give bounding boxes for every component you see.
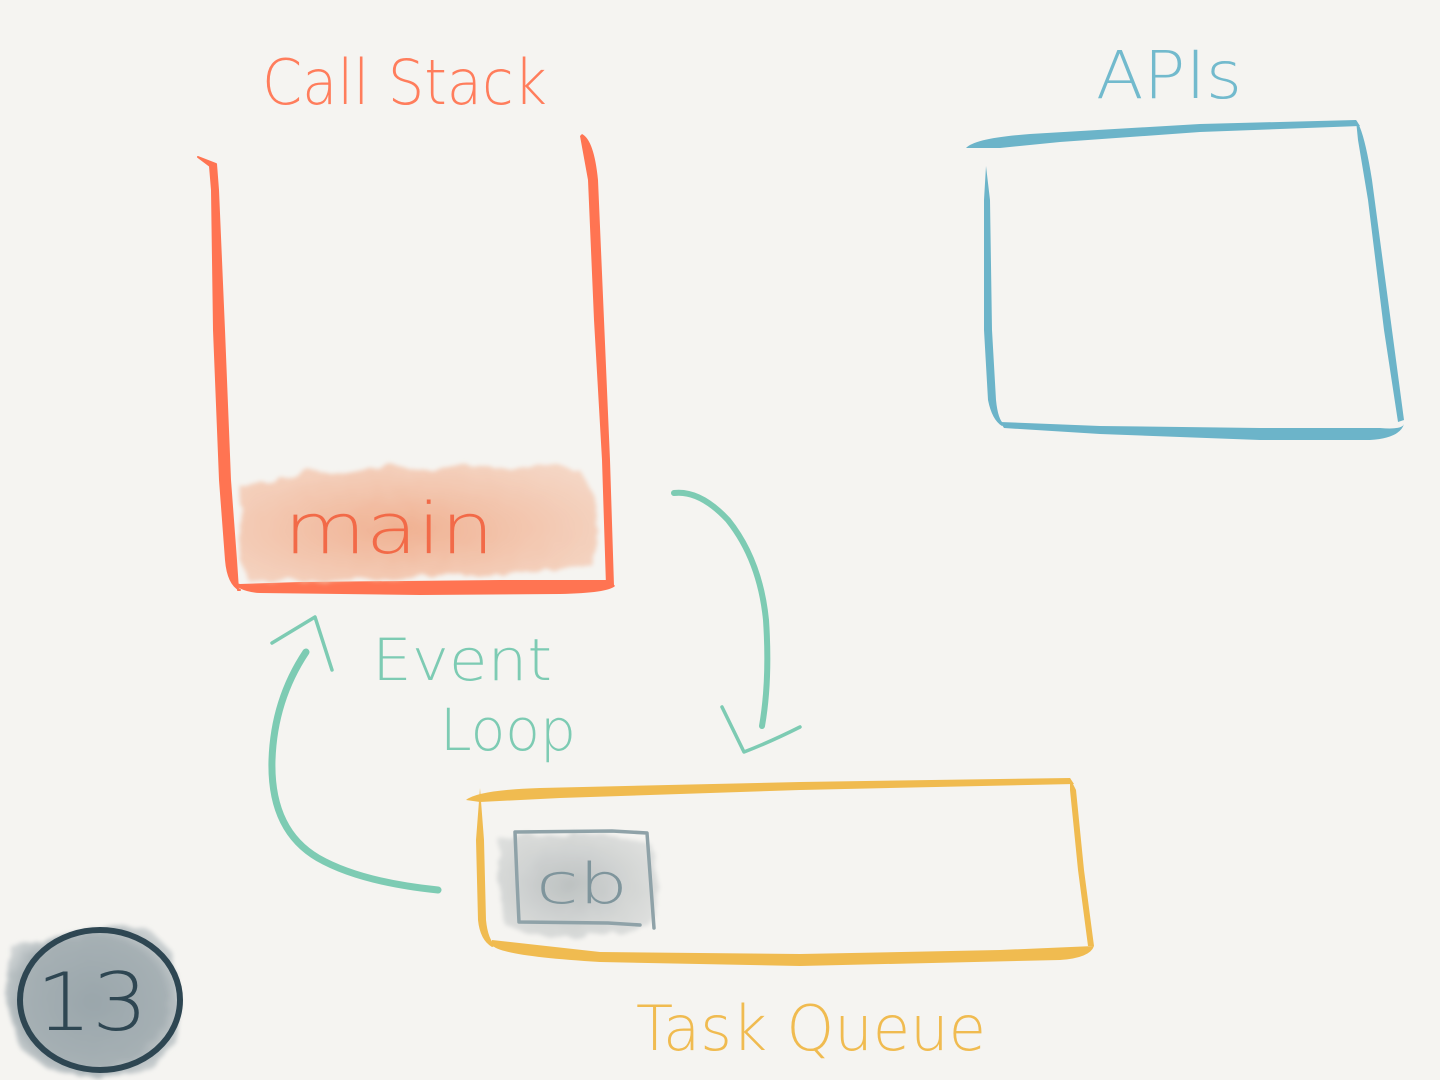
event-loop-title-line2: Loop: [440, 696, 576, 764]
item-label: cb: [536, 852, 628, 917]
task-queue: cb Task Queue: [466, 778, 1094, 1065]
frame-label: main: [284, 488, 494, 570]
slide-number-badge: 13: [6, 925, 183, 1078]
task-queue-title: Task Queue: [636, 992, 986, 1065]
arrow-head-down-icon: [720, 705, 802, 754]
call-stack-container: [197, 134, 615, 595]
task-queue-left-edge: [476, 788, 496, 947]
call-stack: Call Stack main: [197, 46, 615, 595]
apis-top-edge: [966, 120, 1360, 148]
badge-circle: [17, 927, 183, 1073]
slide-number: 13: [36, 956, 148, 1049]
badge-wash: [6, 925, 180, 1078]
task-queue-right-edge: [1070, 778, 1094, 946]
arrow-shaft: [671, 489, 771, 729]
call-stack-right-wall: [580, 134, 614, 586]
call-stack-title: Call Stack: [262, 46, 547, 119]
item-highlight: [498, 832, 658, 938]
call-stack-left-wall: [197, 156, 241, 591]
frame-highlight: [240, 464, 598, 582]
apis-container: [966, 120, 1404, 440]
call-stack-frame-main[interactable]: main: [240, 464, 598, 582]
task-queue-item-cb[interactable]: cb: [498, 829, 658, 938]
item-box: [513, 829, 656, 930]
arrow-to-call-stack: [268, 615, 442, 894]
arrow-to-task-queue: [671, 489, 802, 754]
web-apis: APIs: [966, 37, 1404, 440]
call-stack-bottom: [232, 580, 615, 595]
apis-left-edge: [984, 166, 1004, 426]
task-queue-top-edge: [466, 778, 1074, 802]
task-queue-container: [466, 778, 1094, 966]
arrow-head-up-icon: [270, 615, 334, 672]
task-queue-bottom-edge: [492, 940, 1094, 966]
apis-right-edge: [1356, 120, 1404, 422]
event-loop-title-line1: Event: [372, 626, 552, 694]
apis-title: APIs: [1096, 37, 1242, 114]
apis-bottom-edge: [1000, 422, 1404, 440]
event-loop: Event Loop: [268, 489, 802, 894]
arrow-shaft: [268, 648, 442, 894]
